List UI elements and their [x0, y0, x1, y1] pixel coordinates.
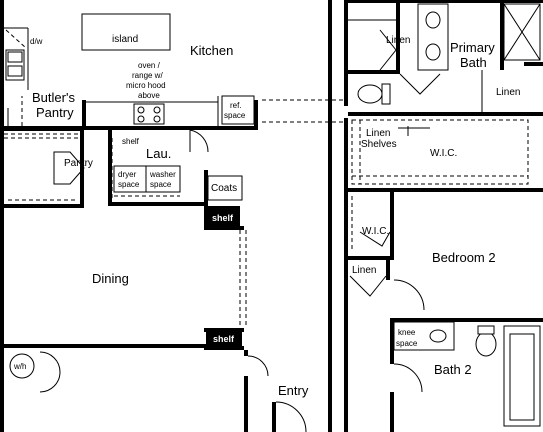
linen-label-mid: Linen	[352, 265, 376, 276]
laundry-shelf-label: shelf	[122, 137, 140, 146]
coats-label: Coats	[211, 183, 237, 194]
bedroom2-wic-label: W.I.C.	[362, 226, 389, 237]
washer-label-line2: space	[150, 180, 172, 189]
laundry-label: Lau.	[146, 146, 171, 161]
kitchen-label: Kitchen	[190, 43, 233, 58]
primary-wic-label: W.I.C.	[430, 148, 457, 159]
dryer-label-line1: dryer	[118, 170, 137, 179]
labels: d/w island Kitchen oven / range w/ micro…	[13, 34, 520, 398]
shelf-label-top: shelf	[212, 213, 234, 223]
butlers-pantry-label-line1: Butler's	[32, 90, 75, 105]
oven-label-line1: oven /	[138, 61, 161, 70]
ref-label-line1: ref.	[230, 101, 242, 110]
washer-label-line1: washer	[149, 170, 176, 179]
entry-label: Entry	[278, 383, 309, 398]
oven-label-line2: range w/	[132, 71, 163, 80]
butlers-pantry-label-line2: Pantry	[36, 105, 74, 120]
linen-shelves-label-line2: Shelves	[361, 139, 397, 150]
bath2-label: Bath 2	[434, 362, 472, 377]
island-label: island	[112, 34, 138, 45]
linen-label-right: Linen	[496, 87, 520, 98]
fixtures	[4, 3, 541, 432]
knee-space-label-line1: knee	[398, 328, 416, 337]
bedroom2-label: Bedroom 2	[432, 250, 496, 265]
ref-label-line2: space	[224, 111, 246, 120]
range-icon	[133, 103, 165, 125]
linen-shelves-label-line1: Linen	[366, 128, 390, 139]
water-heater-label: w/h	[13, 362, 26, 371]
shelf-label-bottom: shelf	[213, 334, 235, 344]
oven-label-line4: above	[138, 91, 160, 100]
island-counter	[81, 13, 171, 51]
dining-label: Dining	[92, 271, 129, 286]
primary-bath-label-line1: Primary	[450, 40, 495, 55]
oven-label-line3: micro hood	[126, 81, 166, 90]
linen-label-top: Linen	[386, 35, 410, 46]
primary-bath-label-line2: Bath	[460, 55, 487, 70]
pantry-label: Pantry	[64, 158, 93, 169]
knee-space-label-line2: space	[396, 339, 418, 348]
dishwasher-label: d/w	[30, 37, 43, 46]
dryer-label-line2: space	[118, 180, 140, 189]
